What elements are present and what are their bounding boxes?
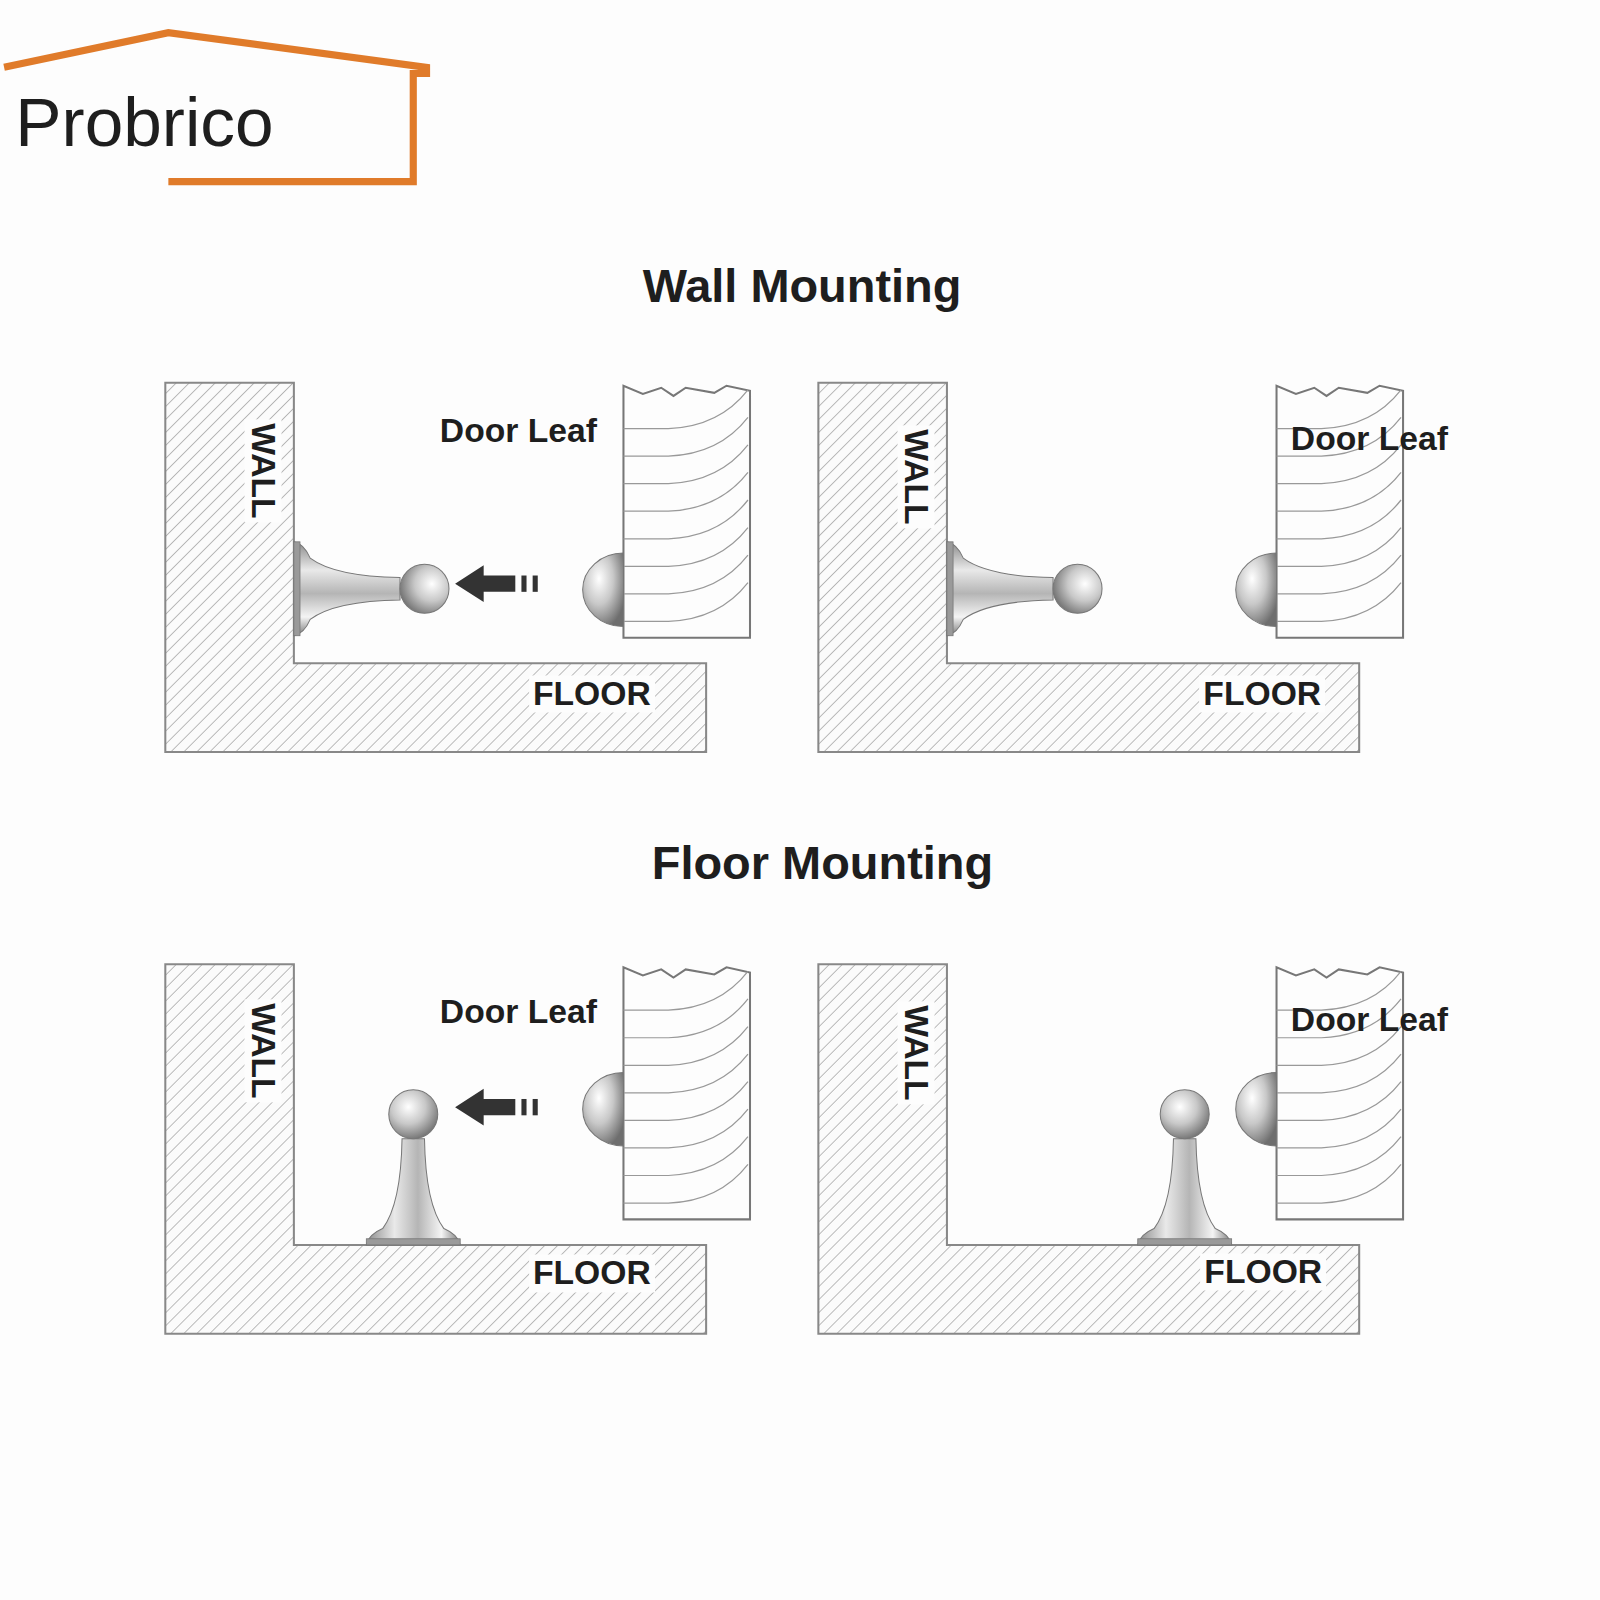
wall-label: WALL xyxy=(898,1001,935,1104)
door-leaf-label: Door Leaf xyxy=(440,412,597,449)
door-stopper xyxy=(947,542,1102,636)
door-catch xyxy=(583,553,624,626)
wall-label: WALL xyxy=(898,425,935,528)
door-leaf xyxy=(623,386,750,638)
logo-house xyxy=(4,33,426,182)
door-catch xyxy=(1236,1072,1277,1145)
door-leaf xyxy=(623,967,750,1219)
wall-label: WALL xyxy=(245,420,282,523)
brand-logo: Probrico xyxy=(15,84,273,160)
door-stopper xyxy=(294,542,449,636)
door-leaf-label: Door Leaf xyxy=(1291,1002,1448,1039)
section-title: Floor Mounting xyxy=(652,838,993,890)
section-title: Wall Mounting xyxy=(643,261,962,313)
door-leaf-label: Door Leaf xyxy=(1291,420,1448,457)
mounting-panel xyxy=(165,383,750,752)
push-arrow xyxy=(455,565,538,602)
mounting-panel xyxy=(165,964,750,1333)
floor-label: FLOOR xyxy=(529,675,655,712)
floor-label: FLOOR xyxy=(1199,675,1325,712)
door-catch xyxy=(583,1072,624,1145)
wall-label: WALL xyxy=(245,999,282,1102)
floor-label: FLOOR xyxy=(1200,1254,1326,1291)
door-catch xyxy=(1236,553,1277,626)
floor-label: FLOOR xyxy=(529,1255,655,1292)
door-stopper xyxy=(1138,1090,1232,1245)
door-leaf-label: Door Leaf xyxy=(440,994,597,1031)
door-stopper xyxy=(366,1090,460,1245)
push-arrow xyxy=(455,1089,538,1126)
